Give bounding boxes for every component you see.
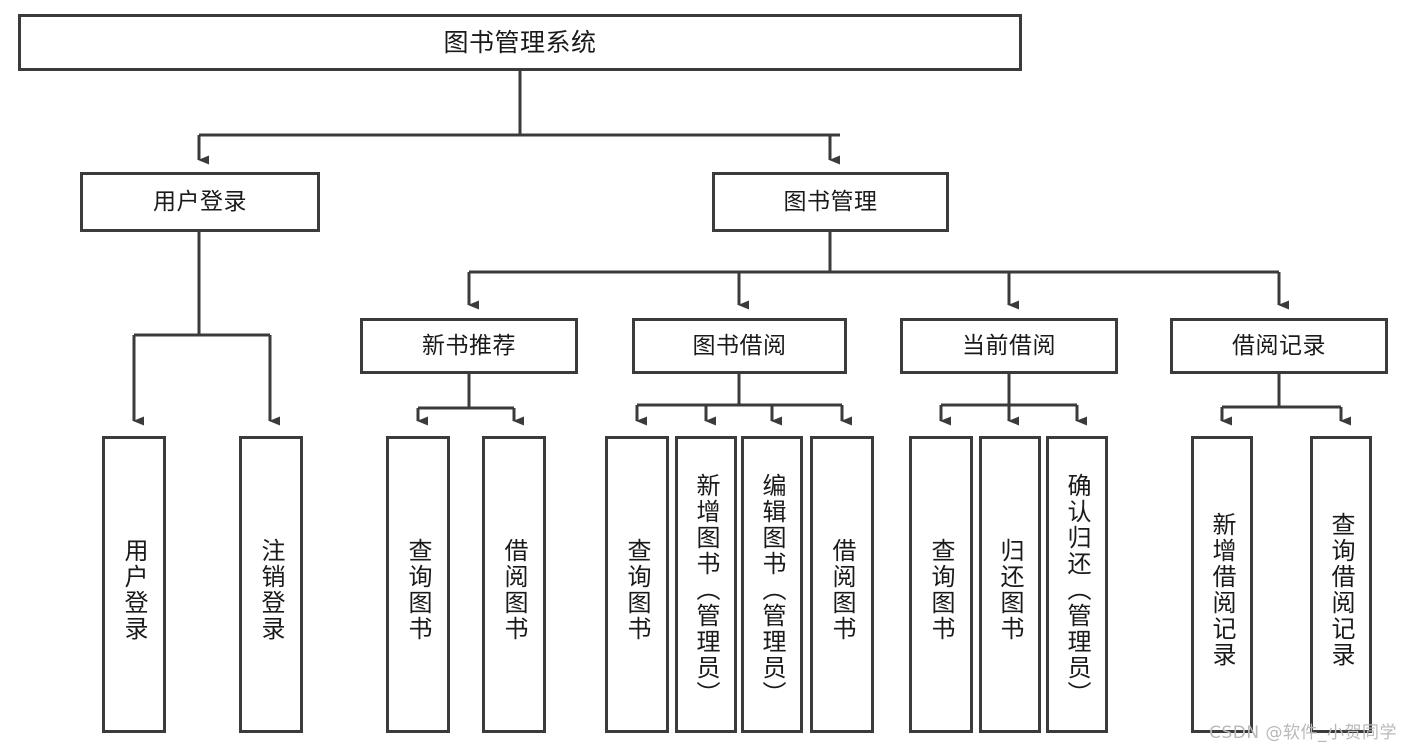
node-leaf-query-book-1[interactable]: 查询图书 [386, 436, 450, 733]
node-leaf-query-record[interactable]: 查询借阅记录 [1310, 436, 1372, 733]
node-leaf-confirm-return[interactable]: 确认归还（管理员） [1046, 436, 1108, 733]
node-leaf-edit-book-label: 编辑图书（管理员） [758, 472, 786, 707]
node-leaf-query-book-3-label: 查询图书 [927, 537, 955, 642]
node-leaf-add-record[interactable]: 新增借阅记录 [1191, 436, 1253, 733]
node-leaf-query-book-2[interactable]: 查询图书 [605, 436, 669, 733]
node-new-book-recommend[interactable]: 新书推荐 [360, 318, 578, 374]
node-leaf-borrow-book-1-label: 借阅图书 [500, 537, 528, 642]
node-borrow-record-label: 借阅记录 [1232, 332, 1326, 359]
node-root-label: 图书管理系统 [443, 28, 597, 57]
node-leaf-edit-book[interactable]: 编辑图书（管理员） [741, 436, 803, 733]
node-book-manage[interactable]: 图书管理 [712, 172, 949, 232]
node-root[interactable]: 图书管理系统 [18, 14, 1022, 71]
node-leaf-borrow-book-1[interactable]: 借阅图书 [482, 436, 546, 733]
node-leaf-borrow-book-2-label: 借阅图书 [828, 537, 856, 642]
node-current-borrow-label: 当前借阅 [962, 332, 1056, 359]
node-borrow-record[interactable]: 借阅记录 [1170, 318, 1388, 374]
node-book-manage-label: 图书管理 [783, 188, 878, 215]
node-leaf-logout-label: 注销登录 [257, 537, 285, 642]
node-leaf-user-login-label: 用户登录 [120, 537, 148, 642]
node-user-login[interactable]: 用户登录 [80, 172, 320, 232]
node-current-borrow[interactable]: 当前借阅 [900, 318, 1118, 374]
node-leaf-borrow-book-2[interactable]: 借阅图书 [810, 436, 874, 733]
node-leaf-query-record-label: 查询借阅记录 [1327, 511, 1355, 668]
node-leaf-add-book-label: 新增图书（管理员） [692, 472, 720, 707]
node-leaf-return-book-label: 归还图书 [996, 537, 1024, 642]
node-book-borrow[interactable]: 图书借阅 [632, 318, 847, 374]
node-leaf-query-book-3[interactable]: 查询图书 [909, 436, 973, 733]
node-leaf-add-book[interactable]: 新增图书（管理员） [675, 436, 737, 733]
node-new-book-recommend-label: 新书推荐 [422, 332, 516, 359]
node-leaf-user-login[interactable]: 用户登录 [102, 436, 166, 733]
node-leaf-logout[interactable]: 注销登录 [239, 436, 303, 733]
node-leaf-confirm-return-label: 确认归还（管理员） [1063, 472, 1091, 707]
node-book-borrow-label: 图书借阅 [692, 332, 787, 359]
csdn-watermark: CSDN @软件_小贺同学 [1209, 723, 1397, 743]
node-leaf-query-book-2-label: 查询图书 [623, 537, 651, 642]
node-leaf-return-book[interactable]: 归还图书 [979, 436, 1041, 733]
node-leaf-query-book-1-label: 查询图书 [404, 537, 432, 642]
node-user-login-label: 用户登录 [153, 188, 247, 215]
node-leaf-add-record-label: 新增借阅记录 [1208, 511, 1236, 668]
